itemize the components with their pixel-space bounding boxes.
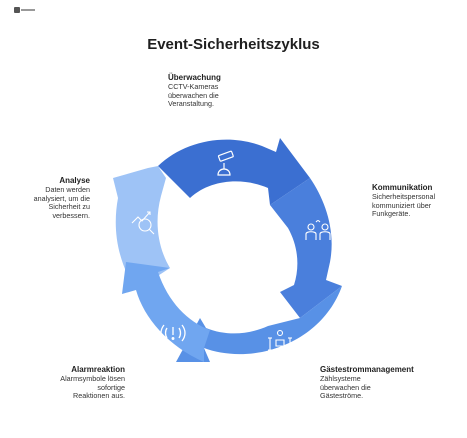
page-title: Event-Sicherheitszyklus [147,36,320,53]
step-heading: Analyse [59,176,90,185]
step-description: Sicherheitspersonal kommuniziert über Fu… [372,192,436,219]
step-description: Daten werden analysiert, um die Sicherhe… [33,185,90,220]
step-analyse: Analyse Daten werden analysiert, um die … [12,176,90,220]
segment-alarmreaktion [122,262,210,362]
crowd-flow-icon [268,329,292,351]
segment-kommunikation [270,178,342,318]
segment-gaestestrom [176,286,342,362]
step-description: CCTV-Kameras überwachen die Veranstaltun… [168,82,219,109]
staff-radio-icon [305,219,331,240]
segment-ueberwachung [158,138,310,205]
step-alarmreaktion: Alarmreaktion Alarmsymbole lösen soforti… [30,365,125,401]
step-gaestestrommanagement: Gästestrommanagement Zählsysteme überwac… [320,365,430,401]
step-heading: Überwachung [168,73,221,82]
segment-analyse [113,166,170,290]
analysis-icon [131,211,155,235]
step-heading: Kommunikation [372,183,433,192]
cctv-camera-icon [217,150,234,176]
step-description: Alarmsymbole lösen sofortige Reaktionen … [60,374,125,401]
step-kommunikation: Kommunikation Sicherheitspersonal kommun… [372,183,462,219]
logo [14,7,35,13]
step-ueberwachung: Überwachung CCTV-Kameras überwachen die … [168,73,268,109]
alarm-icon [160,324,186,342]
step-heading: Gästestrommanagement [320,365,414,374]
step-heading: Alarmreaktion [71,365,125,374]
step-description: Zählsysteme überwachen die Gästeströme. [320,374,371,401]
